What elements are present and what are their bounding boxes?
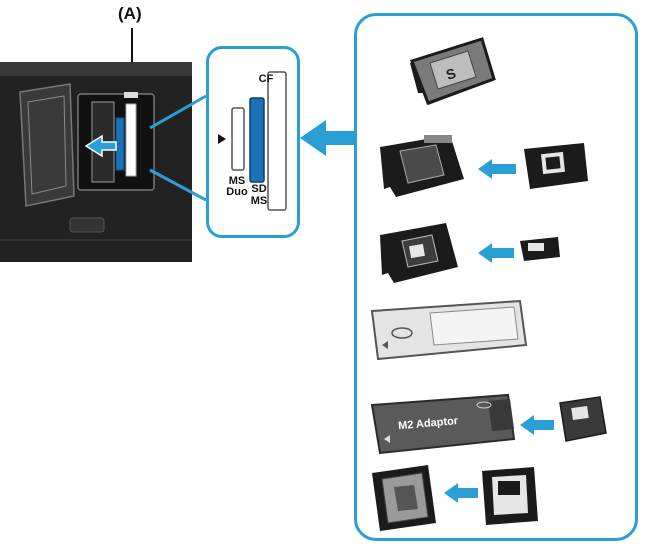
- small-arrow-icon-4: [444, 483, 478, 503]
- card-slot-cover: [19, 83, 75, 207]
- cf-label: CF: [258, 73, 274, 85]
- card-slot-cover-inner: [27, 95, 67, 195]
- ms-label: MS: [250, 195, 268, 207]
- m2-card: [559, 396, 607, 442]
- sd-label: SD: [251, 183, 267, 195]
- small-arrow-icon-3: [520, 415, 554, 435]
- small-arrow-icon-1: [478, 159, 516, 179]
- card-slot-highlight: [115, 117, 125, 171]
- pointer-triangle-icon: [218, 134, 226, 144]
- big-arrow-icon: [300, 120, 356, 156]
- ms-duo-label-line1: MS: [228, 175, 246, 187]
- sd-card: S: [410, 37, 496, 105]
- cf-slot: [267, 71, 287, 211]
- microsd-adapter: [380, 223, 458, 283]
- small-arrow-icon-2: [478, 243, 514, 263]
- access-lamp: [124, 92, 138, 98]
- xd-adapter: [372, 465, 436, 531]
- slot-zoom-graphic: [218, 71, 287, 211]
- card-types-graphic: .small-arrow{fill:#2a9fd6} S: [370, 37, 607, 531]
- callout-label-a: (A): [118, 4, 142, 23]
- ms-duo-label-line2: Duo: [226, 186, 248, 198]
- m2-adaptor-label: M2 Adaptor: [398, 415, 460, 432]
- printer-top-edge: [0, 62, 192, 76]
- xd-card: [482, 467, 538, 525]
- minisd-adapter: [380, 135, 464, 197]
- big-arrow-shape: [300, 120, 356, 156]
- microsd-card: [520, 237, 560, 261]
- ms-duo-slot: [231, 107, 245, 171]
- sd-ms-slot: [249, 97, 265, 183]
- insert-arrow-icon: [84, 134, 117, 158]
- m2-adaptor-card: [370, 393, 516, 455]
- printer-port: [69, 217, 105, 233]
- zoom-connector-bottom: [149, 168, 207, 202]
- minisd-card: [524, 143, 588, 189]
- card-slot-white: [125, 103, 137, 177]
- zoom-connector-top: [149, 94, 207, 130]
- memory-stick: [370, 299, 528, 361]
- printer-illustration: [0, 28, 207, 262]
